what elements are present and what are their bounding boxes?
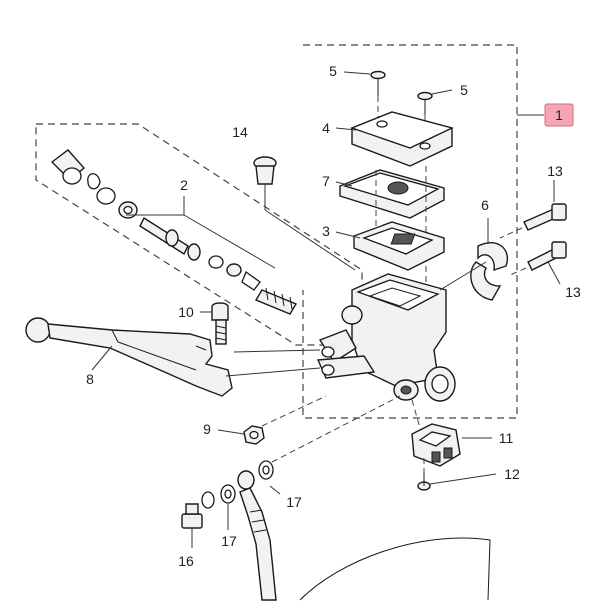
- callout-10: 10: [178, 304, 194, 320]
- screw-5-left: [370, 70, 386, 118]
- callout-5-right: 5: [460, 82, 468, 98]
- screw-5-right: [417, 91, 433, 140]
- screw-12: [417, 458, 497, 491]
- clamp-holder-6: [439, 241, 509, 301]
- brake-hose: [237, 470, 491, 601]
- callout-1: 1: [555, 107, 563, 123]
- rubber-cap-14: [253, 156, 356, 271]
- callout-7: 7: [322, 173, 330, 189]
- callout-17-right: 17: [286, 494, 302, 510]
- callout-2: 2: [180, 177, 188, 193]
- callout-3: 3: [322, 223, 330, 239]
- callout-11: 11: [499, 430, 514, 446]
- piston-kit-2: [50, 149, 298, 315]
- callout-1-badge: 1: [544, 103, 574, 127]
- washer-17-lower: [220, 484, 236, 504]
- brake-switch-11: [411, 399, 492, 467]
- callout-14: 14: [232, 124, 248, 140]
- callout-16: 16: [178, 553, 194, 569]
- bolt-13-upper: [499, 203, 567, 239]
- callout-6: 6: [481, 197, 489, 213]
- callout-8: 8: [86, 371, 94, 387]
- callout-13-upper: 13: [547, 163, 563, 179]
- callout-4: 4: [322, 120, 330, 136]
- callout-17-left: 17: [221, 533, 237, 549]
- brake-lever-8: [25, 317, 321, 397]
- reservoir-cap-4: [350, 111, 454, 167]
- bolt-13-lower: [507, 241, 567, 277]
- pivot-bolt-10: [211, 302, 321, 353]
- callout-5-left: 5: [329, 63, 337, 79]
- master-cylinder-assembly-box: [302, 44, 518, 419]
- callout-9: 9: [203, 421, 211, 437]
- washer-17-upper: [258, 395, 401, 480]
- diaphragm-plate-7: [339, 166, 445, 300]
- diaphragm-3: [353, 221, 445, 271]
- nut-9: [243, 395, 327, 445]
- master-cylinder-body-1: [316, 273, 456, 402]
- callout-12: 12: [504, 466, 520, 482]
- union-bolt-16: [181, 491, 215, 548]
- callout-13-lower: 13: [565, 284, 581, 300]
- piston-kit-box: [35, 123, 363, 346]
